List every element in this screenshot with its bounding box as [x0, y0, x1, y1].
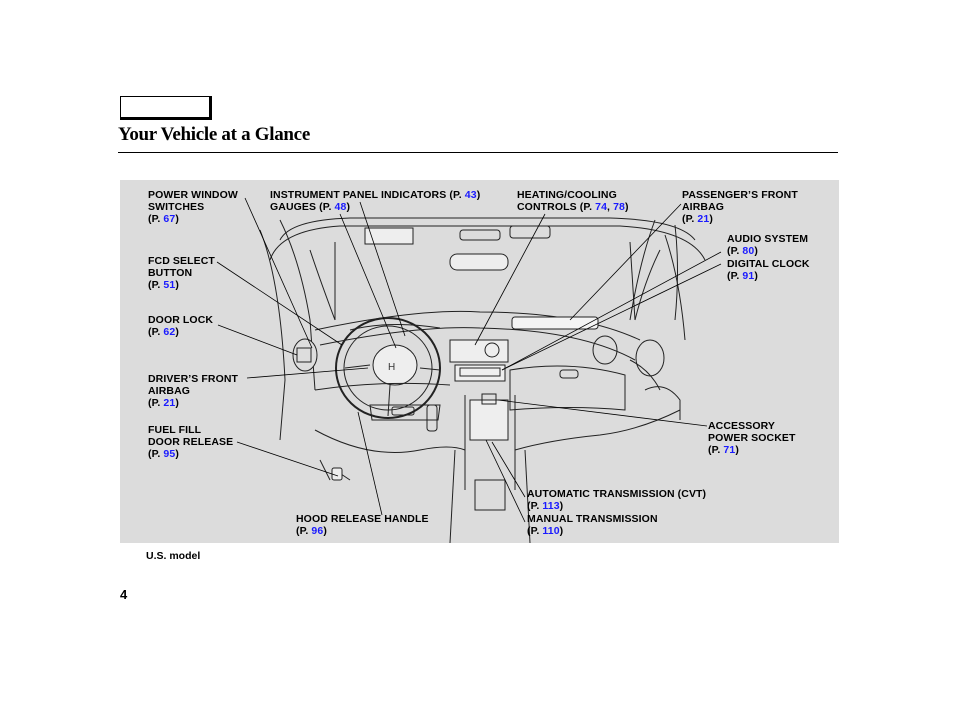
callout-accessory-power-socket: ACCESSORY POWER SOCKET (P. 71) — [708, 420, 796, 456]
title-divider — [118, 152, 838, 153]
page-ref-passenger-airbag[interactable]: 21 — [697, 213, 710, 225]
page-ref-instrument-panel[interactable]: 43 — [464, 189, 477, 201]
page-ref-automatic-transmission[interactable]: 113 — [542, 500, 560, 512]
page-title: Your Vehicle at a Glance — [118, 124, 310, 145]
page-ref-accessory-socket[interactable]: 71 — [723, 444, 736, 456]
page-ref-power-window[interactable]: 67 — [163, 213, 176, 225]
callout-audio-system: AUDIO SYSTEM (P. 80) — [727, 233, 809, 257]
page-ref-hood-release[interactable]: 96 — [311, 525, 324, 537]
page-ref-digital-clock[interactable]: 91 — [742, 270, 755, 282]
page-ref-heating-cooling-1[interactable]: 74 — [595, 201, 608, 213]
page-ref-gauges[interactable]: 48 — [334, 201, 347, 213]
page-ref-audio-system[interactable]: 80 — [742, 245, 755, 257]
model-footnote: U.S. model — [146, 550, 201, 562]
callout-fuel-fill-door-release: FUEL FILL DOOR RELEASE (P. 95) — [148, 424, 234, 460]
callout-digital-clock: DIGITAL CLOCK (P. 91) — [727, 258, 810, 282]
dashboard-drawing: H — [216, 197, 722, 543]
callout-driver-airbag: DRIVER’S FRONT AIRBAG (P. 21) — [148, 373, 239, 409]
callout-automatic-transmission: AUTOMATIC TRANSMISSION (CVT) (P. 113) — [527, 488, 707, 512]
page-ref-fcd-select[interactable]: 51 — [163, 279, 176, 291]
callout-door-lock: DOOR LOCK (P. 62) — [148, 314, 214, 338]
callout-manual-transmission: MANUAL TRANSMISSION (P. 110) — [527, 513, 658, 537]
page-number: 4 — [120, 587, 128, 602]
callout-hood-release-handle: HOOD RELEASE HANDLE (P. 96) — [296, 513, 429, 537]
callout-passenger-airbag: PASSENGER’S FRONT AIRBAG (P. 21) — [682, 189, 798, 225]
callout-heating-cooling: HEATING/COOLING CONTROLS (P. 74, 78) — [517, 189, 629, 213]
page-ref-manual-transmission[interactable]: 110 — [542, 525, 560, 537]
svg-text:H: H — [388, 362, 395, 373]
callout-power-window-switches: POWER WINDOW SWITCHES (P. 67) — [148, 189, 238, 225]
page-ref-fuel-fill[interactable]: 95 — [163, 448, 176, 460]
callout-instrument-panel: INSTRUMENT PANEL INDICATORS (P. 43) GAUG… — [270, 189, 481, 213]
page-ref-driver-airbag[interactable]: 21 — [163, 397, 176, 409]
callout-fcd-select-button: FCD SELECT BUTTON (P. 51) — [148, 255, 215, 291]
page-ref-heating-cooling-2[interactable]: 78 — [613, 201, 625, 213]
section-tab-box — [120, 96, 212, 120]
dashboard-illustration: H — [120, 180, 839, 543]
page-ref-door-lock[interactable]: 62 — [163, 326, 176, 338]
